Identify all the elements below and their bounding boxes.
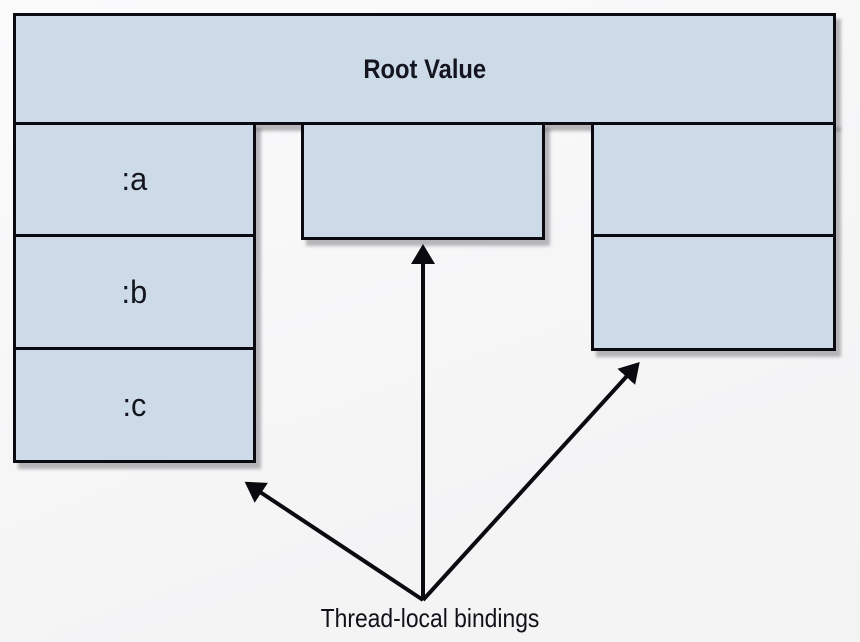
right-binding-cell-2: [594, 234, 833, 348]
root-value-label: Root Value: [363, 53, 486, 84]
arrow-to-left-column: [244, 481, 425, 602]
binding-cell-c-label: :c: [122, 386, 147, 423]
right-bindings-column: [591, 122, 836, 351]
binding-cell-b: :b: [16, 234, 253, 347]
binding-cell-c: :c: [16, 347, 253, 460]
right-binding-cell-1: [594, 125, 833, 234]
binding-cell-a: :a: [16, 125, 253, 234]
caption-thread-local-bindings: Thread-local bindings: [320, 603, 540, 633]
left-bindings-column: :a :b :c: [13, 122, 256, 463]
arrow-to-right-column: [421, 362, 640, 602]
root-value-box: Root Value: [13, 13, 836, 125]
binding-cell-a-label: :a: [121, 161, 148, 197]
middle-binding-box: [301, 122, 545, 240]
binding-cell-b-label: :b: [121, 273, 148, 310]
